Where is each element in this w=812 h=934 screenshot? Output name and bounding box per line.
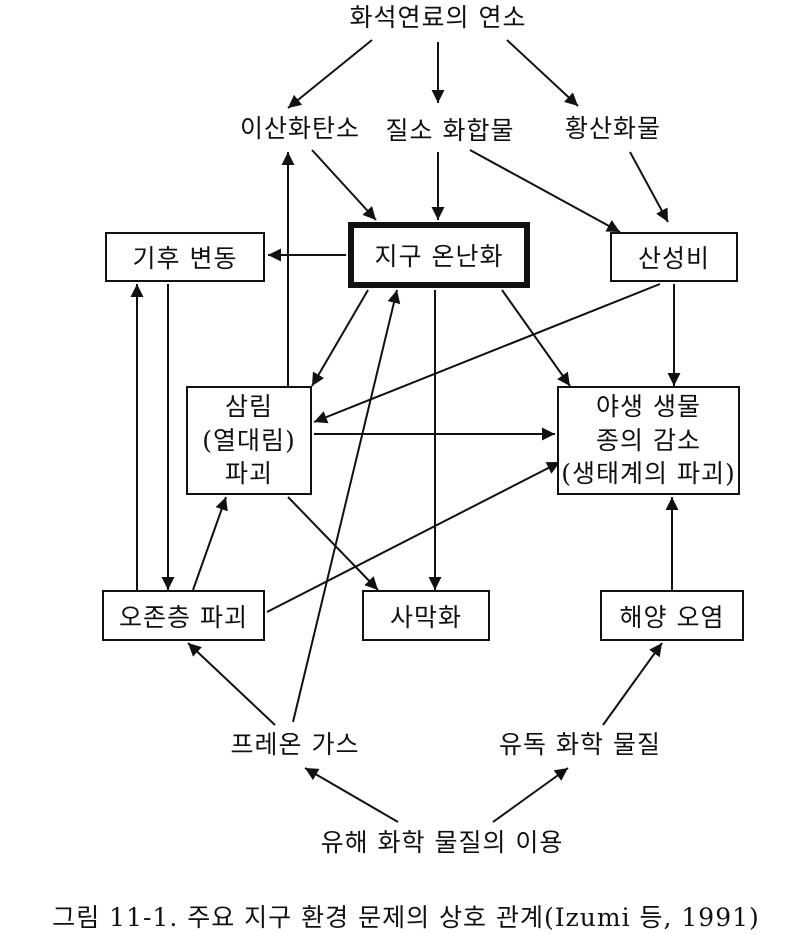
node-ozone-depletion: 오존층 파괴 [102,590,265,641]
node-freon-gas: 프레온 가스 [230,730,360,759]
arrow-warming-to-forest [311,289,369,387]
node-desertification: 사막화 [362,590,490,641]
forest-line-3: 파괴 [224,459,273,489]
arrow-nitrogen-to-acid-rain [469,149,621,233]
arrow-ozone-to-wildlife [266,461,561,613]
wildlife-line-2: 종의 감소 [596,425,701,455]
figure-caption: 그림 11-1. 주요 지구 환경 문제의 상호 관계(Izumi 등, 199… [52,903,760,932]
node-global-warming: 지구 온난화 [348,222,530,288]
arrow-freon-to-warming [292,289,401,723]
arrow-toxic-to-ocean [602,642,663,726]
node-harmful-chemical-use: 유해 화학 물질의 이용 [320,828,564,857]
node-nitrogen-compounds: 질소 화합물 [385,116,515,145]
arrow-co2-to-warming [311,149,377,221]
arrow-use-to-freon [304,767,399,823]
forest-line-1: 삼림 [224,391,273,421]
node-sulfur-oxides: 황산화물 [564,114,662,143]
node-climate-change: 기후 변동 [105,232,265,282]
node-forest-destruction: 삼림 (열대림) 파괴 [186,386,312,495]
arrow-use-to-toxic [492,767,569,823]
node-acid-rain: 산성비 [610,232,738,282]
arrow-fossil-to-co2 [287,39,373,109]
arrow-freon-to-ozone [187,642,276,726]
arrow-sulfur-to-acid-rain [629,151,669,223]
node-toxic-chemicals: 유독 화학 물질 [499,730,661,759]
arrow-fossil-to-sulfur [506,39,579,107]
wildlife-line-3: (생태계의 파괴) [561,459,736,489]
node-ocean-pollution: 해양 오염 [600,590,744,641]
arrow-forest-to-desert [287,496,379,591]
arrow-warming-to-wildlife [501,289,571,387]
node-wildlife-decline: 야생 생물 종의 감소 (생태계의 파괴) [557,386,740,495]
node-fossil-fuel: 화석연료의 연소 [349,3,527,32]
arrow-ozone-to-forest [192,496,228,591]
node-co2: 이산화탄소 [239,114,361,143]
forest-line-2: (열대림) [202,425,296,455]
wildlife-line-1: 야생 생물 [596,391,701,421]
